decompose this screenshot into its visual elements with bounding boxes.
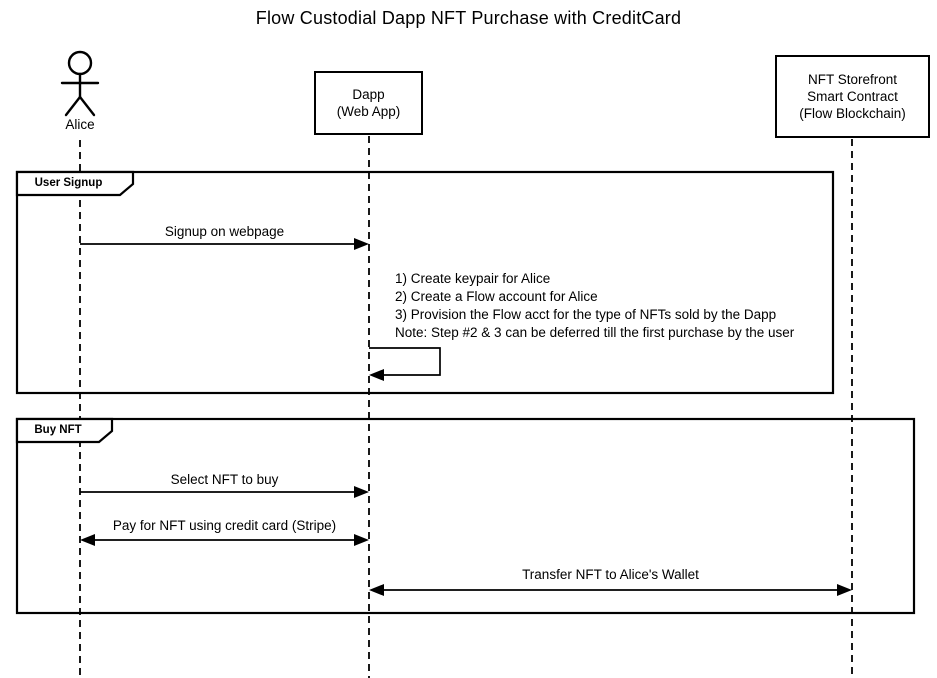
note-line-4: Note: Step #2 & 3 can be deferred till t…: [395, 325, 795, 340]
participant-dapp-line-1: Dapp: [352, 87, 385, 102]
frame-buy-nft-label-shape: [15, 417, 114, 444]
message-arrow-pay: [80, 534, 369, 546]
participant-storefront-line-3: (Flow Blockchain): [799, 106, 906, 121]
frame-user-signup: [15, 170, 835, 395]
participant-storefront: NFT Storefront Smart Contract (Flow Bloc…: [775, 55, 930, 138]
frame-buy-nft: [15, 417, 916, 615]
participant-storefront-line-1: NFT Storefront: [807, 72, 898, 87]
frame-buy-nft-label: Buy NFT: [34, 424, 82, 436]
message-label-transfer: Transfer NFT to Alice's Wallet: [522, 567, 699, 582]
note-block: 1) Create keypair for Alice 2) Create a …: [395, 270, 794, 342]
note-line-2: 2) Create a Flow account for Alice: [395, 289, 598, 304]
message-label-select-nft: Select NFT to buy: [170, 472, 279, 487]
message-arrow-signup: [80, 238, 369, 250]
message-arrow-self-provision: [369, 347, 441, 381]
message-label-pay: Pay for NFT using credit card (Stripe): [112, 518, 337, 533]
actor-icon: [60, 50, 100, 117]
participant-dapp: Dapp (Web App): [314, 71, 423, 135]
frame-user-signup-label-shape: [15, 170, 135, 197]
message-arrow-select-nft: [80, 486, 369, 498]
participant-storefront-line-2: Smart Contract: [807, 89, 898, 104]
frame-user-signup-label: User Signup: [34, 177, 103, 189]
note-line-1: 1) Create keypair for Alice: [395, 271, 551, 286]
message-arrow-transfer: [369, 584, 852, 596]
participant-dapp-line-2: (Web App): [336, 104, 401, 119]
actor-label: Alice: [65, 117, 95, 132]
message-label-signup: Signup on webpage: [164, 224, 285, 239]
diagram-title: Flow Custodial Dapp NFT Purchase with Cr…: [255, 8, 682, 28]
note-line-3: 3) Provision the Flow acct for the type …: [395, 307, 777, 322]
